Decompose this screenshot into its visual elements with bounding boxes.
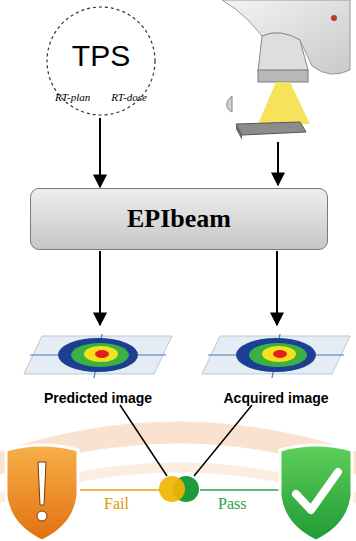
result-label: Fail bbox=[104, 495, 129, 513]
image-panel: Predicted image bbox=[20, 326, 176, 406]
flow-arrow bbox=[276, 251, 278, 325]
linac-illustration bbox=[222, 0, 350, 185]
process-box: EPIbeam bbox=[30, 188, 328, 250]
result-label: Pass bbox=[218, 495, 246, 513]
overlap-circles bbox=[159, 476, 199, 502]
port-label: RT-plan bbox=[55, 91, 90, 103]
image-panel: Acquired image bbox=[198, 326, 354, 406]
image-caption: Predicted image bbox=[44, 390, 152, 406]
dose-map-images bbox=[24, 334, 350, 378]
pass-shield bbox=[280, 445, 352, 541]
image-caption: Acquired image bbox=[223, 390, 328, 406]
dose-map bbox=[202, 334, 350, 378]
dose-map bbox=[24, 334, 172, 378]
node-title: TPS bbox=[45, 39, 157, 73]
port-label: RT-dose bbox=[111, 91, 147, 103]
process-title: EPIbeam bbox=[127, 204, 231, 234]
flow-arrow bbox=[99, 118, 101, 187]
system-circle: TPS RT-plan RT-dose bbox=[45, 5, 157, 117]
fail-shield bbox=[6, 445, 78, 541]
flow-arrow bbox=[99, 251, 101, 325]
comparison-lines bbox=[80, 405, 280, 490]
